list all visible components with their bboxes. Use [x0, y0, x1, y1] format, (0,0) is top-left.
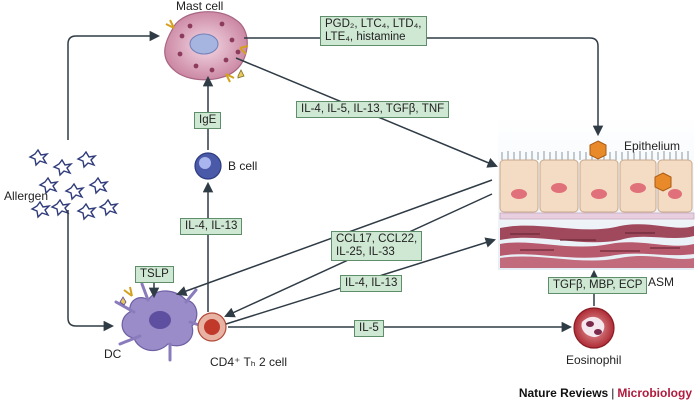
dc-label: DC [104, 347, 122, 361]
chemokines-line2: IL-25, IL-33 [336, 246, 395, 258]
chemokines-line1: CCL17, CCL22, [336, 233, 418, 245]
th2-cell [197, 312, 227, 342]
smooth-muscle [500, 224, 694, 268]
airway-tissue [498, 118, 695, 270]
chemokines-box: CCL17, CCL22, IL-25, IL-33 [331, 231, 423, 261]
publisher-name: Nature Reviews [518, 386, 609, 400]
mast-products-line2: LTE₄, histamine [325, 31, 406, 43]
asm-label: ASM [648, 275, 675, 289]
epithelial-cells [499, 159, 693, 213]
eosinophil-label: Eosinophil [566, 353, 622, 367]
mast-products-line1: PGD₂, LTC₄, LTD₄, [325, 18, 422, 30]
allergen-particles [28, 148, 120, 221]
mast-cytokines-box: IL-4, IL-5, IL-13, TGFβ, TNF [296, 101, 450, 118]
th2-to-asm-cytokines-box: IL-4, IL-13 [340, 275, 403, 292]
ige-box: IgE [194, 112, 222, 129]
b-cell-label: B cell [228, 159, 258, 173]
eosinophil [573, 307, 615, 349]
b-cell [194, 152, 222, 180]
virus-particles [589, 140, 672, 192]
mast-cell-label: Mast cell [176, 0, 224, 13]
allergen-label: Allergen [4, 189, 49, 203]
epithelium-label: Epithelium [624, 139, 681, 153]
eosinophil-products-box: TGFβ, MBP, ECP [548, 277, 648, 294]
epithelial-nuclei [511, 183, 682, 199]
credit-separator: | [611, 386, 615, 400]
mast-cell [164, 11, 249, 83]
th2-to-b-cytokines-box: IL-4, IL-13 [180, 218, 243, 235]
publication-credit: Nature Reviews|Microbiology [519, 386, 692, 400]
il5-box: IL-5 [354, 320, 384, 337]
tslp-box: TSLP [135, 266, 174, 283]
th2-cell-label: CD4⁺ Tₕ 2 cell [210, 355, 287, 369]
mast-products-box: PGD₂, LTC₄, LTD₄, LTE₄, histamine [320, 16, 427, 46]
dendritic-cell [114, 282, 204, 362]
journal-name: Microbiology [617, 386, 692, 400]
